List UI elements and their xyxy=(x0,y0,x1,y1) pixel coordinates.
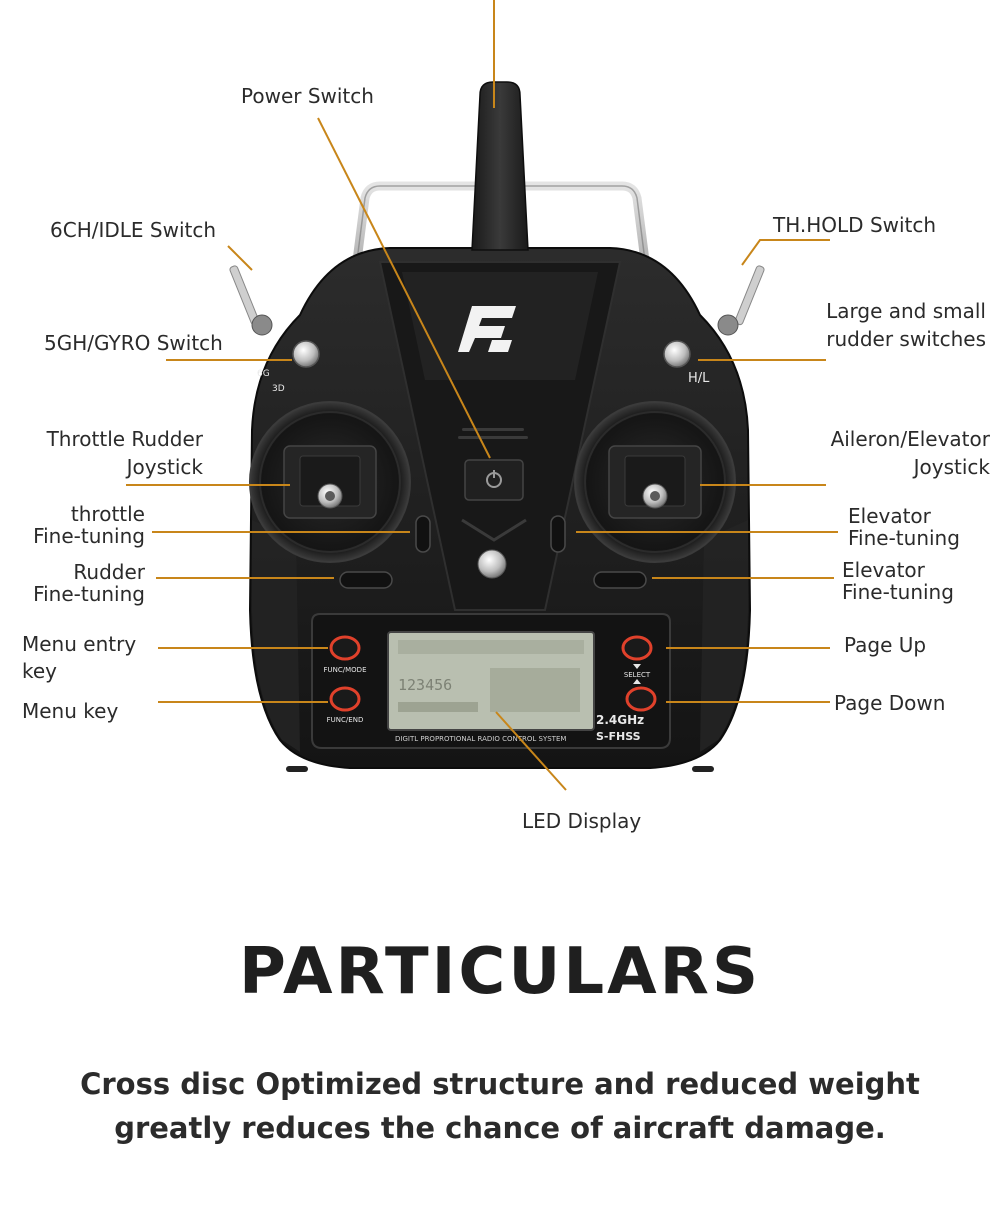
page-down-button[interactable] xyxy=(625,686,657,712)
label-elevator-fine-a-line1: Elevator xyxy=(848,504,931,528)
rudder-trim[interactable] xyxy=(339,571,393,589)
label-rudder-switches: Large and small rudder switches xyxy=(780,299,986,351)
label-throttle-joystick-line2: Joystick xyxy=(126,455,203,479)
elevator-trim-vertical[interactable] xyxy=(550,515,566,553)
label-rudder-fine-line2: Fine-tuning xyxy=(33,582,145,606)
gyro-switch[interactable] xyxy=(292,340,320,368)
page-up-button[interactable] xyxy=(621,635,653,661)
toggle-switch-right[interactable] xyxy=(717,265,765,336)
feature-description-line1: Cross disc Optimized structure and reduc… xyxy=(80,1067,920,1101)
label-menu-entry-line2: key xyxy=(22,659,58,683)
label-elevator-fine-a-line2: Fine-tuning xyxy=(848,526,960,550)
feature-description-line2: greatly reduces the chance of aircraft d… xyxy=(114,1111,886,1145)
left-joystick[interactable] xyxy=(249,401,411,563)
feature-description: Cross disc Optimized structure and reduc… xyxy=(0,1062,1000,1150)
label-aileron-joystick: Aileron/Elevator Joystick xyxy=(780,427,990,479)
center-knob[interactable] xyxy=(461,518,527,579)
label-elevator-fine-tuning-b: Elevator Fine-tuning xyxy=(842,559,954,603)
label-elevator-fine-b-line2: Fine-tuning xyxy=(842,580,954,604)
label-throttle-joystick-line1: Throttle Rudder xyxy=(46,427,203,451)
elevator-trim-horizontal[interactable] xyxy=(593,571,647,589)
label-elevator-fine-b-line1: Elevator xyxy=(842,558,925,582)
rudder-rate-switch[interactable] xyxy=(663,340,691,368)
label-throttle-fine-line2: Fine-tuning xyxy=(33,524,145,548)
frequency-badge: 2.4GHz xyxy=(596,713,644,727)
label-rudder-switches-line2: rudder switches xyxy=(826,327,986,351)
leader-lines xyxy=(126,0,838,791)
label-menu-key: Menu key xyxy=(22,699,119,723)
protocol-badge: S-FHSS xyxy=(596,730,641,743)
label-page-up: Page Up xyxy=(844,633,927,657)
label-th-hold-switch: TH.HOLD Switch xyxy=(773,213,937,237)
label-aileron-joystick-line1: Aileron/Elevator xyxy=(830,427,990,451)
label-aileron-joystick-line2: Joystick xyxy=(913,455,990,479)
switch-label-6g: 6G xyxy=(257,369,270,379)
antenna xyxy=(471,81,529,251)
label-page-down: Page Down xyxy=(834,691,946,715)
switch-label-hl: H/L xyxy=(688,371,710,386)
page-title: PARTICULARS xyxy=(238,935,762,1009)
label-led-display: LED Display xyxy=(522,809,642,833)
label-rudder-fine-tuning: Rudder Fine-tuning xyxy=(0,561,145,605)
label-rudder-fine-line1: Rudder xyxy=(73,560,145,584)
right-joystick[interactable] xyxy=(574,401,736,563)
label-menu-entry-line1: Menu entry xyxy=(22,632,137,656)
func-end-label: FUNC/END xyxy=(327,716,364,724)
transmitter-diagram: 6G 3D H/L 123456 FUNC/MODE xyxy=(126,0,838,791)
func-mode-label: FUNC/MODE xyxy=(324,666,367,674)
label-rudder-switches-line1: Large and small xyxy=(826,299,986,323)
label-elevator-fine-tuning-a: Elevator Fine-tuning xyxy=(848,505,960,549)
switch-label-3d: 3D xyxy=(272,384,285,394)
func-end-button[interactable] xyxy=(329,686,361,712)
label-power-switch: Power Switch xyxy=(241,84,374,108)
label-throttle-fine-line1: throttle xyxy=(70,502,145,526)
brand-logo xyxy=(458,306,516,352)
lcd-digits: 123456 xyxy=(398,676,452,694)
label-throttle-joystick: Throttle Rudder Joystick xyxy=(0,427,203,479)
power-button[interactable] xyxy=(464,459,524,501)
label-6ch-idle-switch: 6CH/IDLE Switch xyxy=(50,218,217,242)
label-throttle-fine-tuning: throttle Fine-tuning xyxy=(0,503,145,547)
label-menu-entry-key: Menu entry key xyxy=(22,631,136,685)
select-label: SELECT xyxy=(624,671,651,679)
system-text: DIGITL PROPROTIONAL RADIO CONTROL SYSTEM xyxy=(395,735,566,743)
lcd-display: 123456 xyxy=(387,631,595,731)
label-5gh-gyro-switch: 5GH/GYRO Switch xyxy=(44,331,223,355)
toggle-switch-left[interactable] xyxy=(229,265,273,336)
throttle-trim[interactable] xyxy=(415,515,431,553)
func-mode-button[interactable] xyxy=(329,635,361,661)
